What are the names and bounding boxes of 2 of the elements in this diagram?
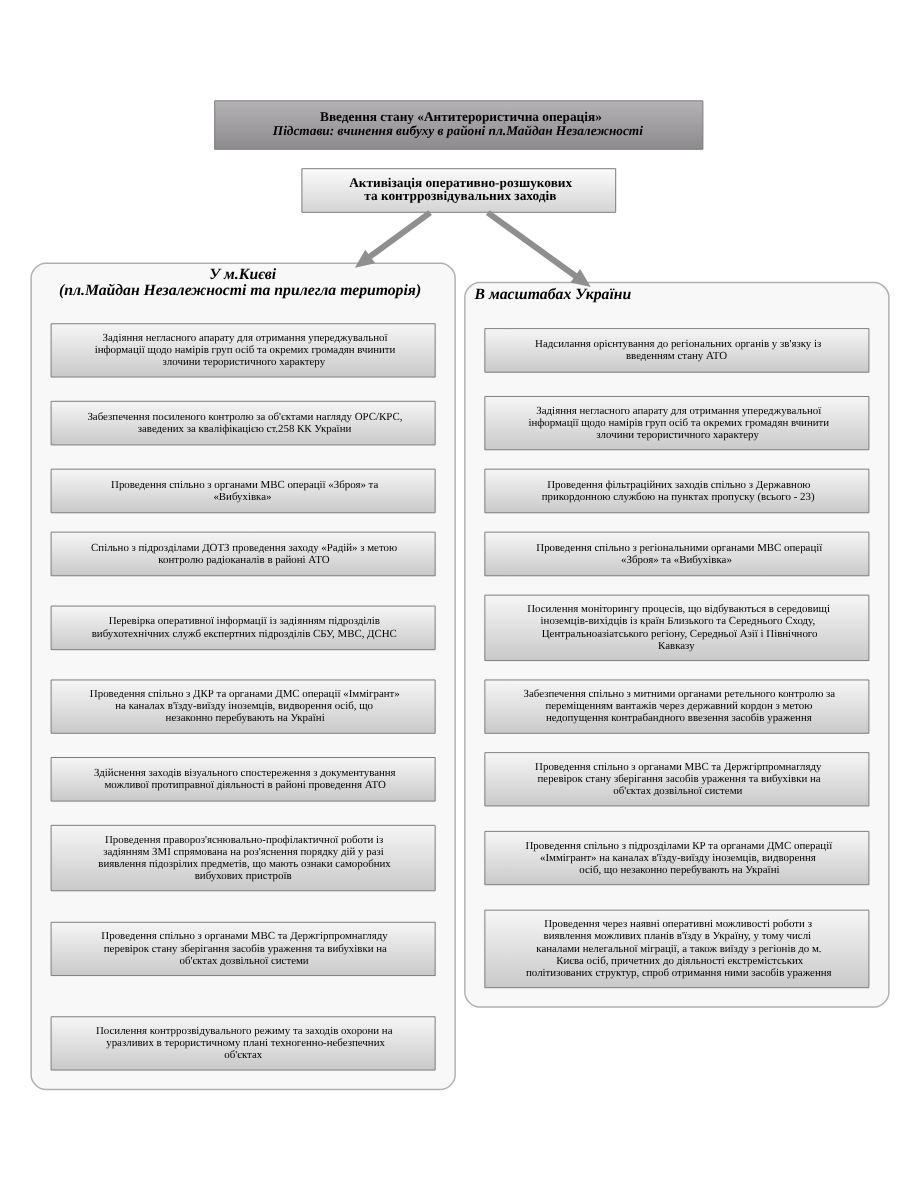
arrow bbox=[485, 210, 591, 287]
arrow bbox=[354, 210, 432, 268]
